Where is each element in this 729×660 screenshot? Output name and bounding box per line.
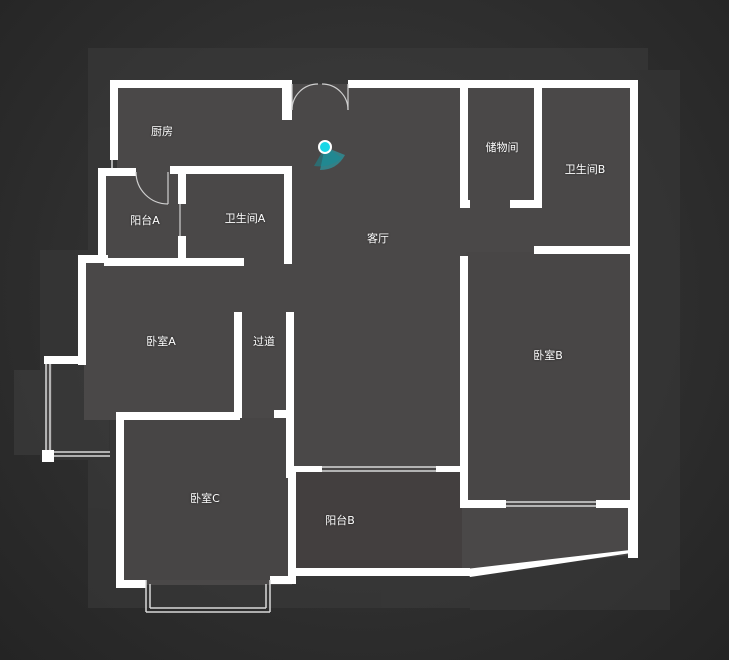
room-label-bedroom-a[interactable]: 卧室A xyxy=(146,335,176,348)
floor-areas xyxy=(46,84,638,585)
room-label-hallway[interactable]: 过道 xyxy=(253,335,275,348)
room-label-bedroom-b[interactable]: 卧室B xyxy=(533,349,563,362)
room-label-living-room[interactable]: 客厅 xyxy=(367,232,389,245)
room-label-storage[interactable]: 储物间 xyxy=(485,141,519,154)
room-label-bathroom-b[interactable]: 卫生间B xyxy=(564,163,606,176)
room-label-balcony-b[interactable]: 阳台B xyxy=(325,514,355,527)
room-label-balcony-a[interactable]: 阳台A xyxy=(130,214,160,227)
room-label-bedroom-c[interactable]: 卧室C xyxy=(190,492,220,505)
corner-pillar xyxy=(42,450,54,462)
doors xyxy=(135,83,349,236)
room-label-kitchen[interactable]: 厨房 xyxy=(151,125,173,138)
room-label-bathroom-a[interactable]: 卫生间A xyxy=(224,212,266,225)
windows xyxy=(45,160,596,613)
walls xyxy=(44,80,638,588)
current-position-icon[interactable] xyxy=(314,140,345,170)
